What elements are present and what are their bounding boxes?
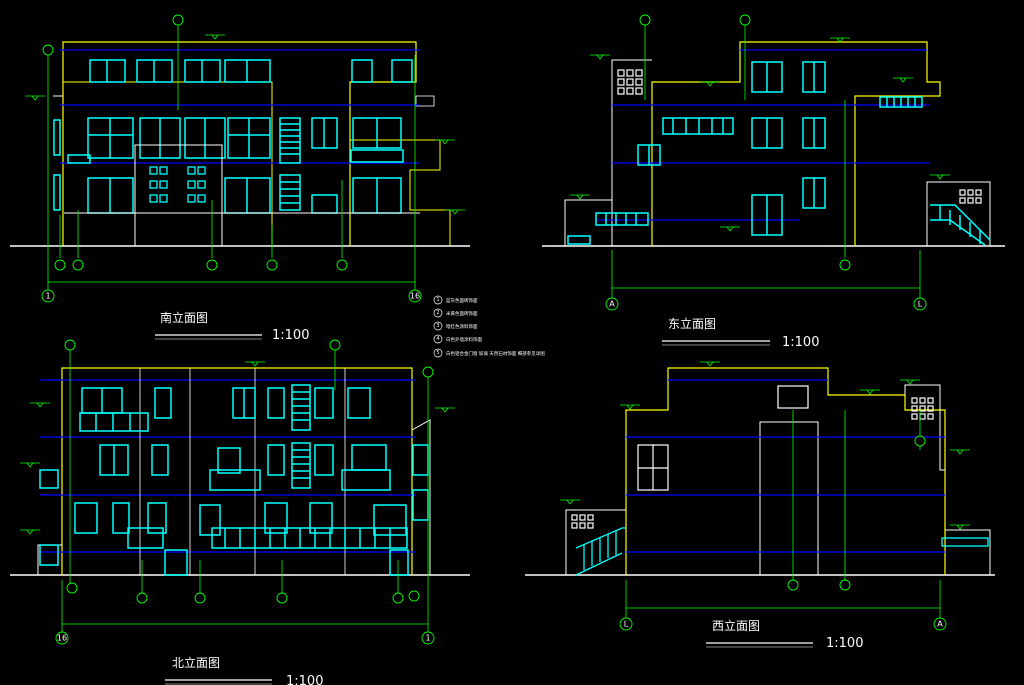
axis-label-end: L [918, 300, 923, 309]
glass-block-group [617, 69, 982, 204]
building-outline [651, 41, 941, 246]
legend-number: 2 [436, 310, 439, 316]
side-wing [611, 59, 652, 246]
entrance-block [134, 144, 223, 246]
legend-item: 白色外墙涂料饰面 [446, 336, 482, 343]
north-elevation: 16 1 北立面图 1:100 [10, 339, 470, 685]
legend-item: 蓝灰色面砖饰面 [446, 297, 478, 304]
axis-label-end: 16 [410, 292, 420, 301]
dimension-lines [47, 25, 416, 290]
glass-block-group [149, 166, 206, 203]
side-wing [565, 509, 626, 575]
side-wing [411, 419, 431, 575]
drawing-scale: 1:100 [286, 674, 323, 685]
drawing-title: 北立面图 [172, 655, 220, 670]
window-group [567, 61, 991, 246]
side-wing [926, 181, 991, 246]
legend-number: 4 [436, 336, 439, 342]
drawing-scale: 1:100 [272, 328, 309, 343]
dimension-lines [611, 25, 921, 300]
axis-label-start: 1 [45, 292, 50, 301]
side-wing [350, 139, 451, 246]
drawing-title: 南立面图 [160, 310, 208, 325]
window-group [571, 385, 934, 529]
legend-item: 暗红色涂料饰面 [446, 323, 478, 330]
drawing-scale: 1:100 [826, 636, 863, 651]
axis-bubbles [619, 435, 947, 631]
axis-bubbles [605, 14, 927, 311]
dimension-lines [625, 410, 941, 630]
axis-label-start: L [624, 620, 629, 629]
legend-item: 白色铝合金门窗 玻璃 天然石材饰面 细部参见详图 [446, 350, 545, 357]
window-group [53, 59, 413, 214]
axis-bubbles [41, 14, 422, 303]
drawing-title: 西立面图 [712, 618, 760, 633]
dimension-lines [61, 350, 429, 635]
axis-label-end: A [937, 620, 943, 629]
building-outline [625, 367, 946, 575]
window-group [39, 384, 429, 576]
axis-bubbles [55, 339, 435, 645]
east-elevation: A L 东立面图 1:100 [542, 14, 1005, 350]
building-outline [63, 81, 273, 246]
side-wing [945, 529, 991, 575]
legend-number: 1 [436, 297, 439, 303]
side-wing [564, 199, 612, 246]
axis-label-start: A [609, 300, 615, 309]
entrance-block [759, 421, 819, 576]
level-markers [20, 34, 970, 535]
legend-number: 5 [436, 350, 439, 356]
building-outline [61, 367, 413, 575]
drawing-scale: 1:100 [782, 335, 819, 350]
west-elevation: L A 西立面图 1:100 [525, 367, 995, 651]
building-outline [62, 41, 417, 246]
balcony-rail [415, 95, 435, 107]
legend-bullets [433, 295, 443, 358]
axis-label-end: 1 [425, 634, 430, 643]
legend-item: 米黄色面砖饰面 [446, 310, 478, 317]
side-wing [904, 384, 945, 471]
stair-railing [575, 527, 989, 576]
legend-number: 3 [436, 323, 439, 329]
drawing-title: 东立面图 [668, 316, 716, 331]
material-legend: 1 2 3 4 5 蓝灰色面砖饰面 米黄色面砖饰面 暗红色涂料饰面 白色外墙涂料… [433, 295, 545, 358]
axis-label-start: 16 [57, 634, 67, 643]
south-elevation: 1 16 南立面图 1:100 [10, 14, 470, 343]
